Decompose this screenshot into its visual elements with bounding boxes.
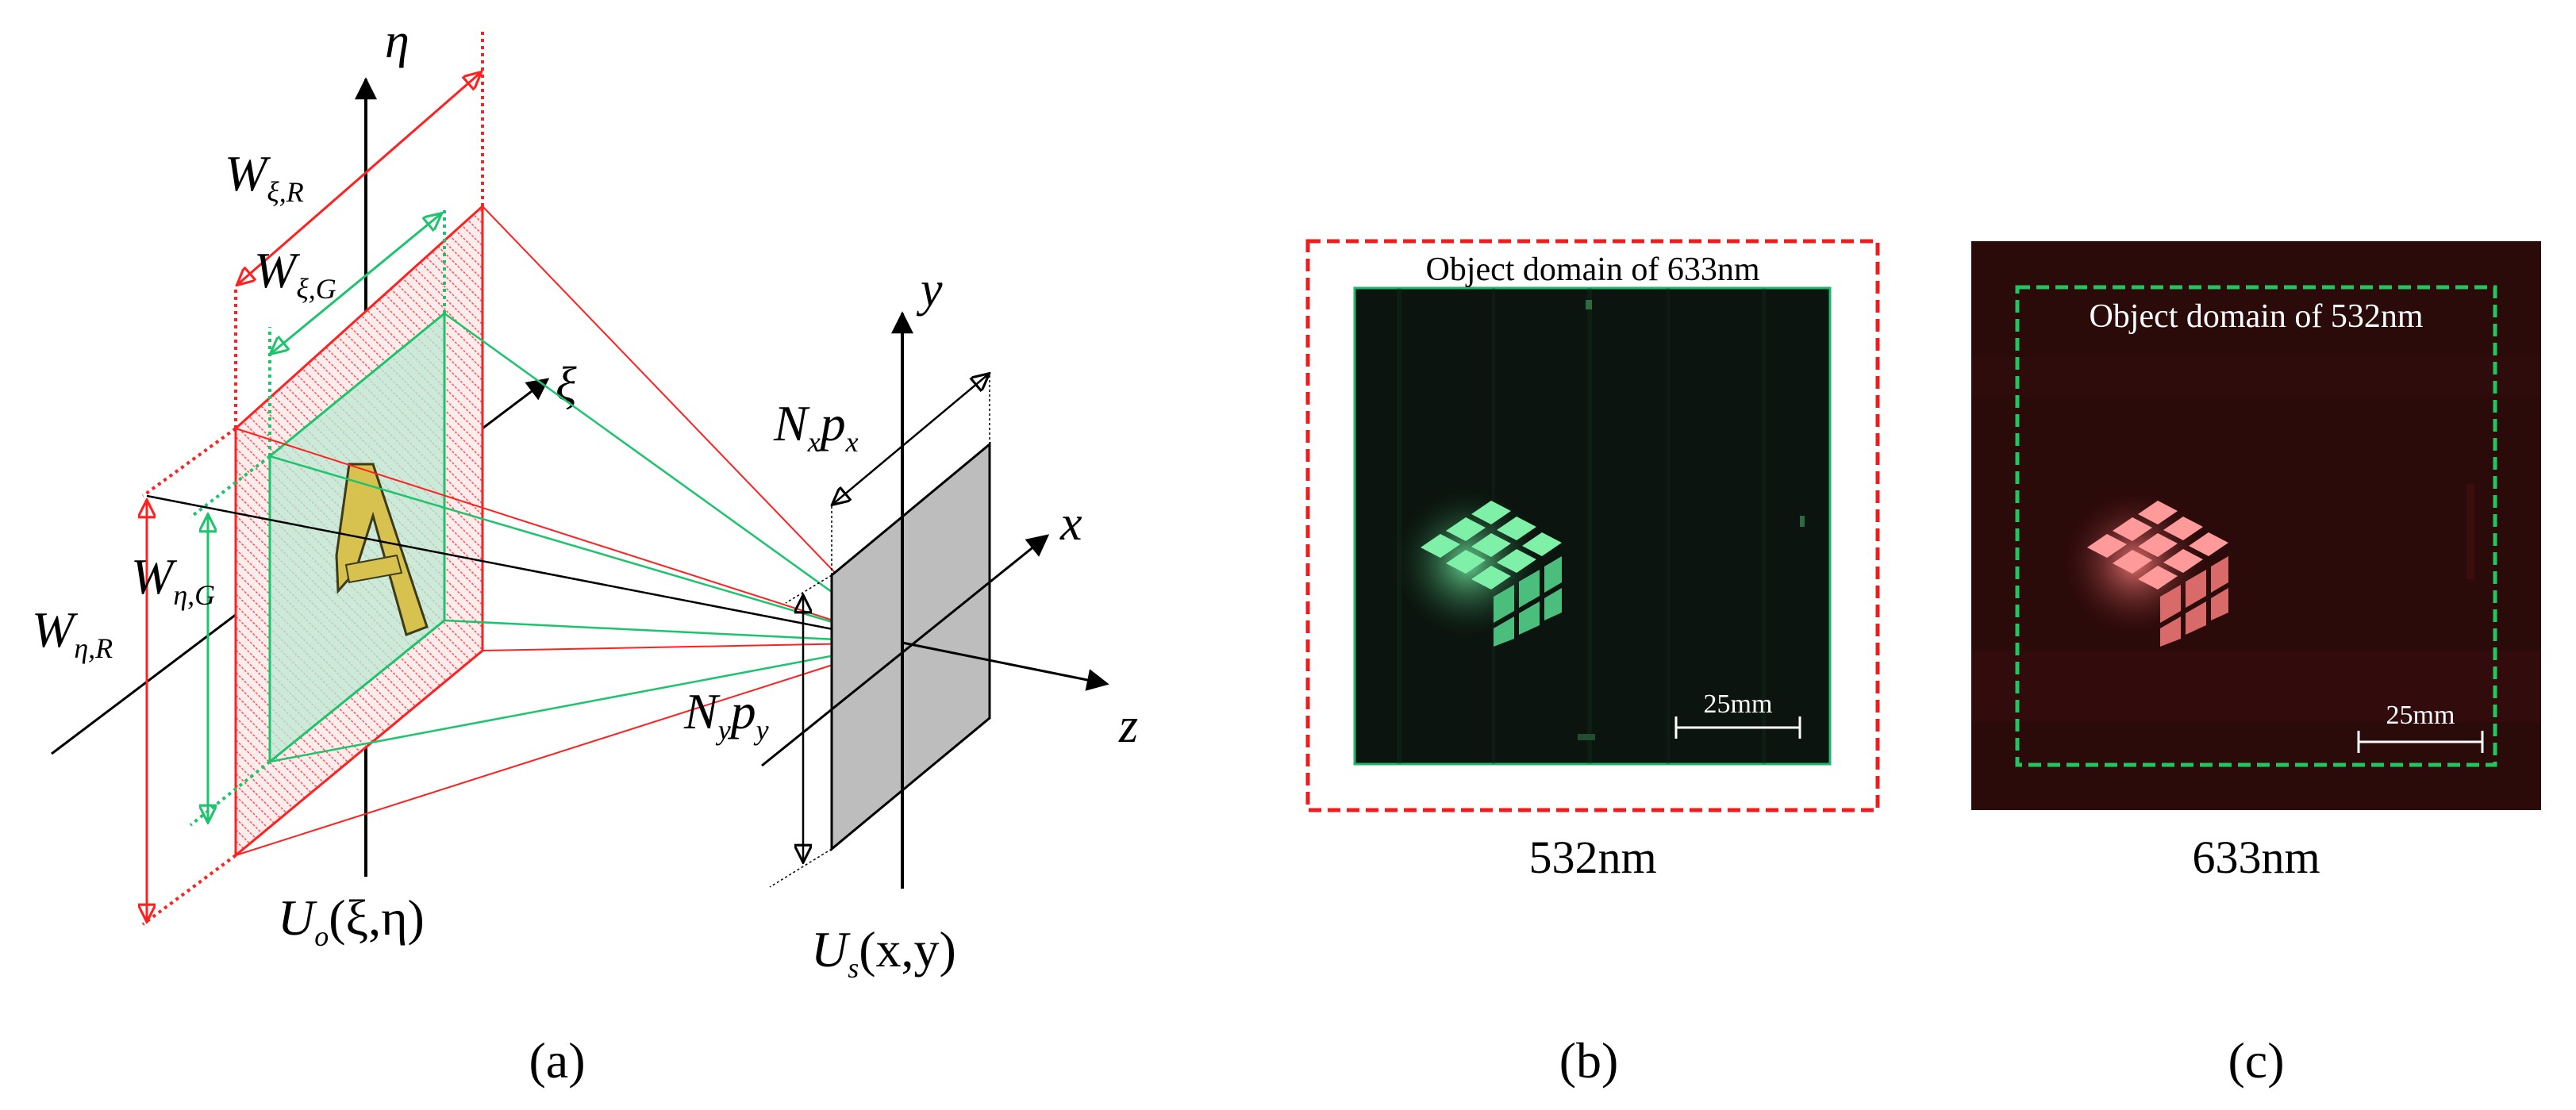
- ny-py-label: Nypy: [683, 683, 769, 746]
- w-eta-g-label: Wη,G: [131, 548, 215, 611]
- panel-b-wavelength-label: 532nm: [1528, 832, 1656, 883]
- w-xi-g-dimension: [271, 214, 440, 353]
- ny-py-extension-top: [785, 574, 832, 604]
- xi-axis-label: ξ: [556, 358, 577, 412]
- panel-b-scale-bar: [1674, 716, 1801, 739]
- green-dotted-line-4: [189, 760, 271, 827]
- red-dotted-line-3: [141, 427, 237, 497]
- speckle: [1586, 300, 1592, 309]
- panel-c-image: [1971, 241, 2541, 810]
- caption-a: (a): [529, 1032, 585, 1089]
- panel-b-dashed-border: [1305, 239, 1880, 812]
- panel-c-wavelength-label: 633nm: [2192, 832, 2320, 883]
- panel-c-scale-bar: [2357, 731, 2484, 753]
- w-xi-g-label: Wξ,G: [254, 242, 336, 305]
- ny-py-extension-bottom: [769, 848, 832, 888]
- object-letter-a: [335, 463, 429, 636]
- panel-c: Object domain of 532nm 25mm 633nm (c): [1971, 241, 2541, 1089]
- object-field-label: Uo(ξ,η): [278, 889, 425, 952]
- panel-c-noise: [1971, 357, 2541, 722]
- eta-axis-label: η: [385, 14, 409, 68]
- panel-c-scale-label: 25mm: [2386, 701, 2455, 730]
- red-dotted-line-4: [141, 854, 237, 926]
- caption-c: (c): [2228, 1032, 2284, 1089]
- hologram-field-label: Us(x,y): [811, 921, 956, 984]
- z-axis-label: z: [1118, 699, 1138, 753]
- panel-b: Object domain of 633nm 25mm 532nm (b): [1305, 239, 1880, 1089]
- speckle: [1800, 516, 1805, 527]
- panel-a-diagram: η ξ: [32, 14, 1138, 1089]
- w-xi-r-label: Wξ,R: [225, 145, 304, 208]
- w-eta-r-label: Wη,R: [32, 601, 113, 664]
- green-dotted-line-3: [189, 455, 271, 519]
- red-cube: [2059, 488, 2228, 647]
- black-ray: [146, 494, 903, 644]
- speckle: [1578, 734, 1595, 740]
- nx-px-label: Nxpx: [773, 395, 859, 458]
- panel-c-domain-label: Object domain of 532nm: [2089, 298, 2423, 335]
- caption-b: (b): [1559, 1032, 1619, 1089]
- nx-px-dimension: [833, 374, 988, 504]
- y-axis-label: y: [916, 263, 943, 317]
- panel-b-scale-label: 25mm: [1704, 689, 1773, 719]
- x-axis-label: x: [1059, 497, 1082, 551]
- z-axis: [902, 641, 1109, 691]
- green-cube: [1393, 488, 1562, 647]
- panel-c-dashed-border: [2015, 285, 2497, 767]
- panel-b-domain-label: Object domain of 633nm: [1425, 252, 1759, 288]
